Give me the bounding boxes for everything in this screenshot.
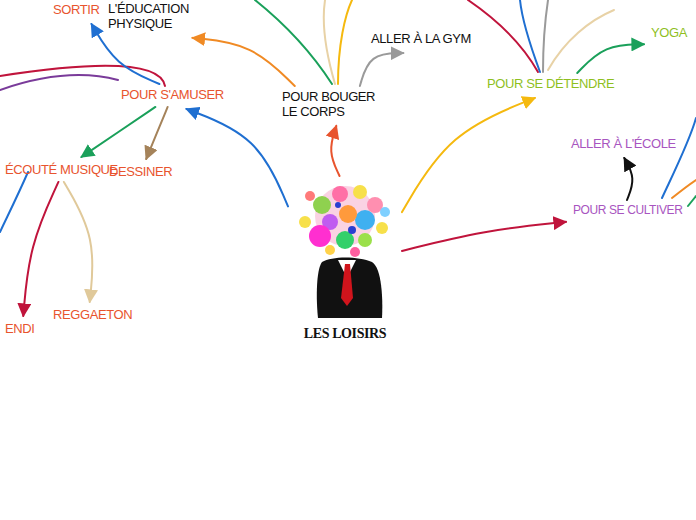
leaf-topic: SORTIR	[50, 1, 102, 20]
topic-label: POUR BOUGER LE CORPS	[282, 90, 388, 120]
branch-connector	[402, 98, 535, 212]
branch-topic: POUR SE CULTIVER	[570, 202, 685, 220]
branch-connector	[186, 109, 288, 206]
leaf-topic: ALLER À L'ÉCOLE	[568, 135, 679, 154]
central-topic: LES LOISIRS	[290, 178, 400, 344]
topic-label: ALLER À LA GYM	[371, 32, 471, 47]
branch-connector	[192, 38, 294, 86]
branch-connector	[577, 44, 644, 73]
branch-stub	[324, 0, 335, 84]
topic-label: SORTIR	[53, 3, 99, 18]
colourful-head	[299, 185, 390, 257]
leaf-topic: ENDI	[2, 320, 37, 339]
topic-label: POUR SE CULTIVER	[573, 204, 682, 218]
leaf-topic: L'ÉDUCATION PHYSIQUE	[105, 0, 191, 34]
topic-label: POUR S'AMUSER	[121, 88, 224, 103]
branch-connector	[23, 182, 58, 316]
branch-stub	[662, 118, 696, 198]
branch-connector	[624, 158, 632, 200]
branch-topic: POUR SE DÉTENDRE	[484, 75, 617, 94]
branch-connector	[331, 126, 339, 176]
topic-label: LES LOISIRS	[293, 326, 397, 342]
branch-stub	[0, 172, 28, 232]
leaf-topic: REGGAETON	[50, 306, 135, 325]
branch-stub	[543, 0, 548, 72]
branch-connector	[402, 222, 566, 251]
branch-stub	[255, 0, 332, 84]
leaf-topic: YOGA	[648, 24, 690, 43]
topic-label: ÉCOUTÉ MUSIQUE	[5, 163, 118, 178]
branch-stub	[688, 196, 696, 206]
branch-connector	[91, 24, 159, 84]
branch-topic: ÉCOUTÉ MUSIQUE	[2, 161, 121, 180]
topic-label: ENDI	[5, 322, 34, 337]
topic-label: L'ÉDUCATION PHYSIQUE	[108, 2, 188, 32]
suit-body	[317, 258, 383, 319]
leaf-topic: ALLER À LA GYM	[368, 30, 474, 49]
topic-label: POUR SE DÉTENDRE	[487, 77, 614, 92]
branch-stub	[338, 0, 352, 84]
branch-topic: POUR BOUGER LE CORPS	[279, 88, 391, 122]
branch-topic: POUR S'AMUSER	[118, 86, 227, 105]
branch-stub	[548, 10, 614, 70]
branch-connector	[64, 182, 92, 302]
topic-label: REGGAETON	[53, 308, 132, 323]
branch-stub	[520, 0, 540, 72]
topic-label: DESSINER	[109, 165, 172, 180]
topic-label: ALLER À L'ÉCOLE	[571, 137, 676, 152]
branch-connector	[146, 107, 167, 159]
topic-label: YOGA	[651, 26, 687, 41]
branch-connector	[81, 107, 155, 157]
branch-stub	[672, 180, 696, 198]
branch-stub	[0, 75, 118, 90]
branch-connector	[360, 53, 403, 86]
